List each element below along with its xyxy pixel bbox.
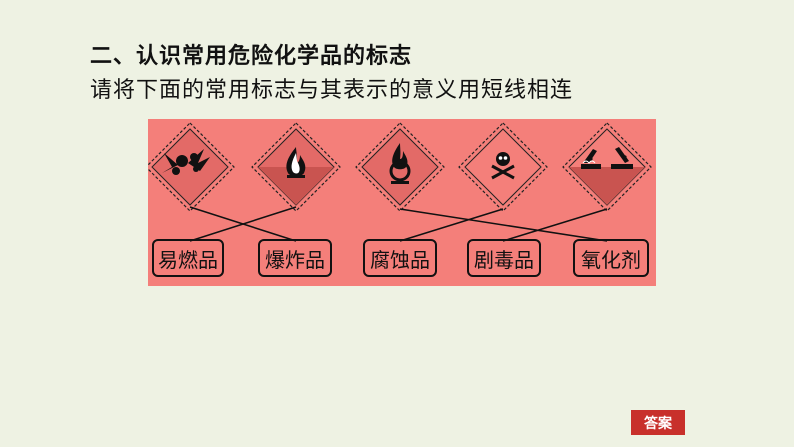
toxic-sign [458,122,548,212]
oxidizer-sign [355,122,445,212]
connection-lines [189,206,608,242]
label-toxic: 剧毒品 [467,239,541,277]
label-oxidizer: 氧化剂 [573,239,649,277]
flammable-sign [251,122,341,212]
label-flammable: 易燃品 [152,239,224,277]
label-corrosive: 腐蚀品 [363,239,437,277]
connection-line [189,206,297,242]
instruction-text: 请将下面的常用标志与其表示的意义用短线相连 [90,78,574,103]
corrosive-sign [562,122,652,212]
section-heading: 二、认识常用危险化学品的标志 [90,44,413,69]
label-explosive: 爆炸品 [258,239,332,277]
matching-panel [148,119,656,286]
connection-line [399,208,504,242]
explosive-sign [148,122,235,212]
matching-diagram [148,122,652,242]
connection-line [399,208,608,242]
explosive-icon [162,149,210,175]
answer-button[interactable]: 答案 [631,410,685,435]
corrosive-icon [581,147,633,169]
skull-crossbones-icon [491,152,515,180]
oxidizer-icon [389,143,411,184]
connection-line [502,208,608,242]
